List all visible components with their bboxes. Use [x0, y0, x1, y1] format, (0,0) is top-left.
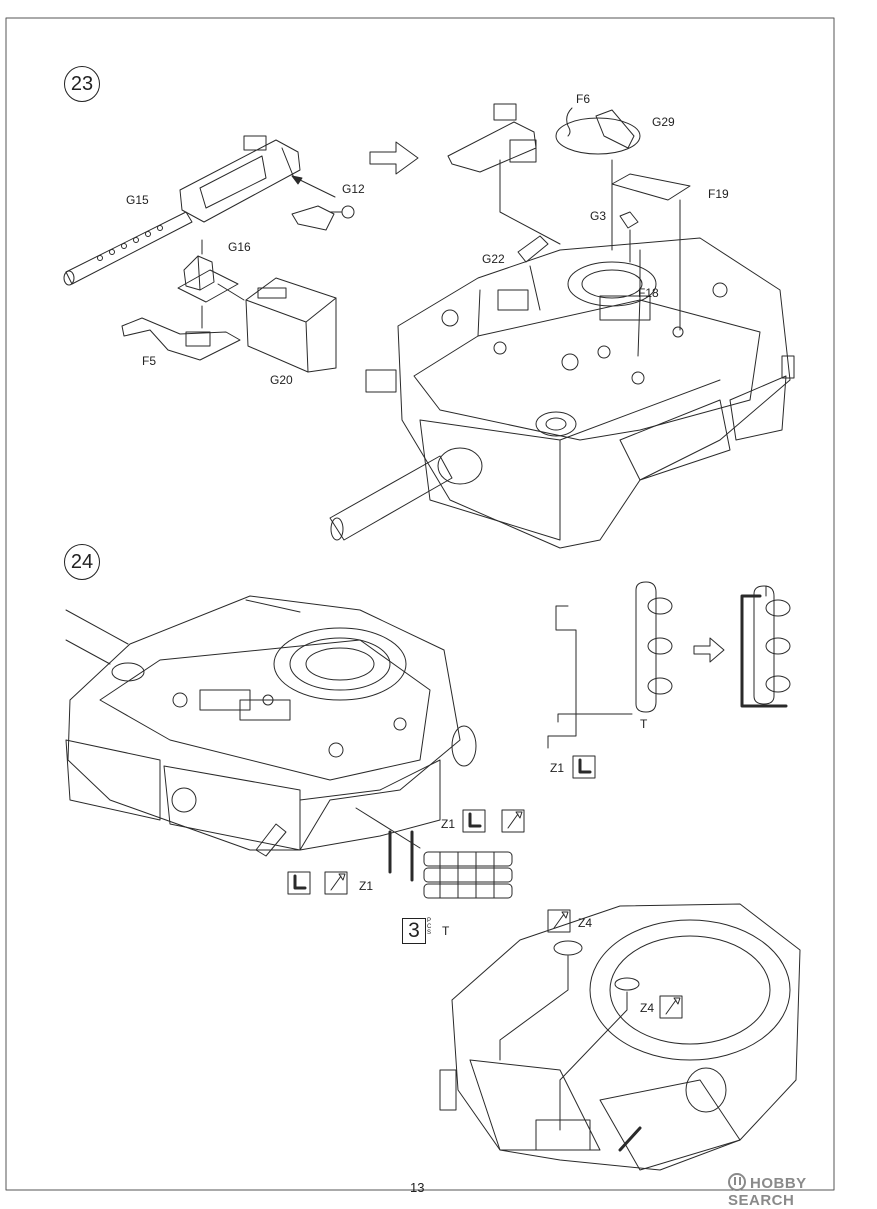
track-bracket [547, 605, 577, 749]
quantity-unit: PCS [427, 918, 432, 936]
leader-z4-b [559, 991, 628, 1131]
outline-arrow-icon [693, 637, 725, 663]
turret-machine-gun [447, 103, 537, 173]
machine-gun-g15 [63, 135, 301, 286]
leader-g12-arrowhead [291, 175, 303, 185]
label-f6: F6 [576, 92, 591, 106]
label-g29: G29 [652, 115, 675, 129]
part-g29 [555, 109, 641, 155]
part-g22 [517, 235, 549, 263]
part-g12 [291, 205, 355, 231]
part-f19 [611, 173, 691, 201]
paint-brush-icon [547, 909, 571, 933]
label-g3: G3 [590, 209, 607, 223]
glue-icon [572, 755, 596, 779]
leader-bracket [557, 713, 633, 723]
turret-assembly-24 [65, 595, 477, 857]
paint-brush-icon [659, 995, 683, 1019]
quantity-box: 3 [402, 918, 426, 944]
leader-g22 [529, 265, 541, 311]
spare-track-links [423, 851, 513, 899]
part-g20-ammo-box [245, 277, 337, 373]
label-z1-mid: Z1 [441, 817, 456, 831]
glue-icon [287, 871, 311, 895]
turret-rear-view [439, 903, 801, 1171]
part-f5 [121, 317, 241, 361]
label-g15: G15 [126, 193, 149, 207]
label-f19: F19 [708, 187, 729, 201]
outline-arrow-icon [369, 141, 419, 175]
step-number-24: 24 [64, 544, 100, 580]
leader-z4-a [499, 955, 569, 1061]
track-links-detail [635, 581, 673, 713]
glue-icon [462, 809, 486, 833]
page-number: 13 [410, 1180, 425, 1195]
label-z4-a: Z4 [578, 916, 593, 930]
label-g12: G12 [342, 182, 365, 196]
leader-g12 [295, 177, 336, 198]
paint-brush-icon [501, 809, 525, 833]
part-f6 [566, 107, 573, 137]
step-number-23: 23 [64, 66, 100, 102]
label-t-qty: T [442, 924, 450, 938]
leader-f18 [637, 295, 641, 357]
leader-g20 [217, 283, 245, 301]
watermark-logo-icon [728, 1173, 746, 1191]
turret-assembly-23 [329, 237, 795, 549]
label-f18: F18 [638, 286, 659, 300]
page-frame [5, 17, 835, 1191]
label-z1-top: Z1 [550, 761, 565, 775]
track-links-fitted [740, 585, 791, 708]
part-g16 [177, 255, 239, 303]
watermark: HOBBY SEARCH [728, 1173, 877, 1209]
leader-gun [499, 159, 561, 245]
paint-brush-icon [324, 871, 348, 895]
label-g20: G20 [270, 373, 293, 387]
label-f5: F5 [142, 354, 157, 368]
label-g22: G22 [482, 252, 505, 266]
leader-track-hull [355, 807, 421, 849]
label-z1-left: Z1 [359, 879, 374, 893]
label-t-top: T [640, 717, 648, 731]
label-g16: G16 [228, 240, 251, 254]
label-z4-b: Z4 [640, 1001, 655, 1015]
part-g3 [619, 211, 639, 229]
